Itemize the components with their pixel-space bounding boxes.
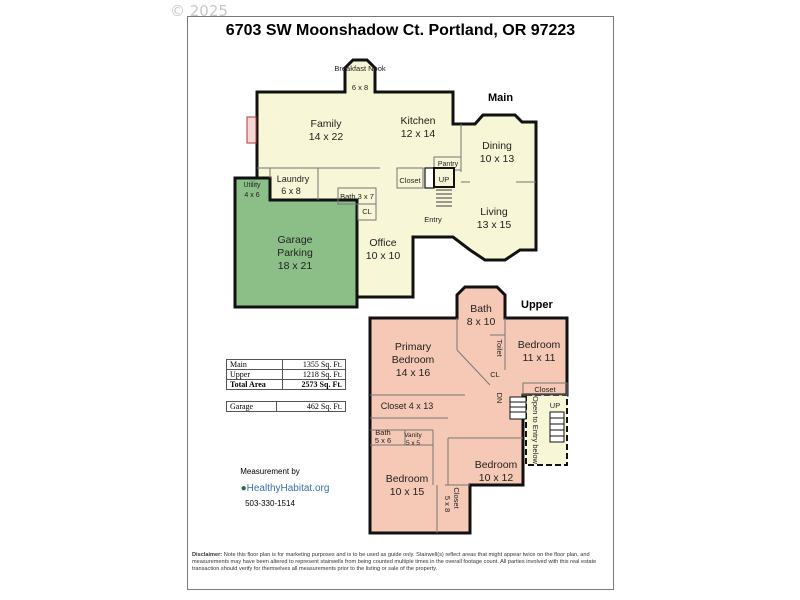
open-to-entry-label: Open to Entry below — [531, 396, 540, 465]
room-toilet: Toilet — [495, 339, 504, 357]
globe-icon: ● — [240, 483, 247, 494]
room-garage-line2: Parking — [277, 247, 313, 259]
svg-text:5 x 8: 5 x 8 — [443, 496, 452, 512]
room-closet-5x8: Closet — [452, 487, 461, 509]
room-breakfast-nook: Breakfast Nook — [334, 64, 386, 73]
room-kitchen: Kitchen — [400, 115, 435, 127]
main-floor: Breakfast Nook 6 x 8 Family 14 x 22 Kitc… — [233, 58, 538, 309]
floor-label-main: Main — [488, 92, 513, 104]
svg-text:5 x 6: 5 x 6 — [375, 436, 391, 445]
room-bedroom-10x12: Bedroom — [475, 459, 518, 471]
svg-text:18 x 21: 18 x 21 — [278, 260, 313, 272]
room-closet-main: Closet — [399, 176, 421, 185]
page-title: 6703 SW Moonshadow Ct. Portland, OR 9722… — [225, 22, 576, 39]
fireplace — [246, 116, 257, 144]
stairs-down-label: DN — [495, 393, 504, 404]
upper-floor: Bath 8 x 10 Primary Bedroom 14 x 16 Toil… — [368, 285, 569, 535]
svg-text:8 x 10: 8 x 10 — [467, 316, 496, 328]
stairs-up-upper-label: UP — [550, 401, 560, 410]
phone-number: 503-330-1514 — [245, 499, 295, 508]
room-closet-upper: Closet — [534, 385, 556, 394]
room-cl-main: CL — [362, 207, 372, 216]
svg-text:10 x 15: 10 x 15 — [390, 486, 425, 498]
svg-text:6 x 8: 6 x 8 — [281, 186, 301, 196]
room-living: Living — [480, 206, 508, 218]
svg-text:14 x 22: 14 x 22 — [309, 131, 344, 143]
room-garage: Garage — [277, 234, 312, 246]
floor-label-upper: Upper — [521, 299, 554, 311]
room-dining: Dining — [482, 140, 512, 152]
healthy-habitat-logo: ●HealthyHabitat.org — [240, 483, 330, 494]
stairs-up-label: UP — [439, 175, 449, 184]
upper-floor-outline — [368, 285, 569, 535]
copyright-watermark: © 2025 — [170, 2, 228, 20]
svg-text:10 x 13: 10 x 13 — [480, 153, 515, 165]
room-bedroom-10x15: Bedroom — [386, 473, 429, 485]
svg-text:11 x 11: 11 x 11 — [523, 352, 556, 364]
room-bedroom-11x11: Bedroom — [518, 339, 561, 351]
room-vanity: Vanity — [404, 432, 422, 439]
svg-text:12 x 14: 12 x 14 — [401, 128, 436, 140]
svg-text:10 x 10: 10 x 10 — [366, 250, 401, 262]
page-frame — [187, 16, 614, 590]
room-family: Family — [311, 118, 343, 130]
room-primary-bath: Bath — [470, 303, 492, 315]
main-stairs — [424, 167, 455, 207]
room-pantry: Pantry — [438, 161, 459, 168]
room-bath-5x6: Bath — [375, 428, 390, 437]
svg-text:13 x 15: 13 x 15 — [477, 219, 512, 231]
svg-text:14 x 16: 14 x 16 — [396, 367, 431, 379]
room-utility: Utility — [243, 182, 261, 189]
room-closet-4x13: Closet 4 x 13 — [381, 401, 434, 411]
disclaimer: Disclaimer: Note this floor plan is for … — [192, 552, 597, 572]
room-primary-bedroom-2: Bedroom — [392, 354, 435, 366]
room-office: Office — [369, 237, 396, 249]
room-laundry: Laundry — [277, 174, 310, 184]
room-entry: Entry — [424, 215, 442, 224]
svg-text:6 x 8: 6 x 8 — [352, 83, 368, 92]
room-primary-bedroom: Primary — [395, 341, 432, 353]
svg-text:4 x 6: 4 x 6 — [244, 192, 259, 199]
svg-text:10 x 12: 10 x 12 — [479, 472, 514, 484]
measurement-label: Measurement by — [240, 467, 300, 476]
room-bath-main: Bath 3 x 7 — [340, 192, 374, 201]
room-cl-upper: CL — [490, 370, 500, 379]
svg-text:5 x 5: 5 x 5 — [406, 440, 420, 447]
upper-stairs — [509, 396, 565, 443]
